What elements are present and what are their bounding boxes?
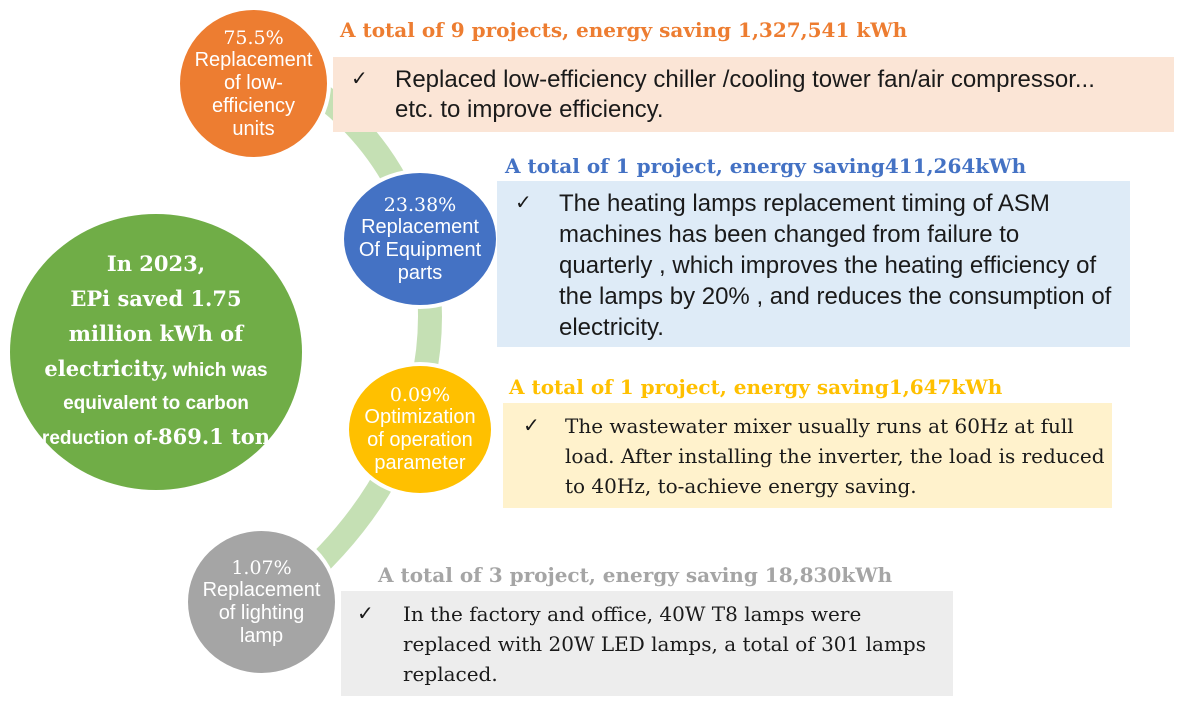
project-heading-operation-parameter: A total of 1 project, energy saving1,647… <box>509 375 1003 399</box>
checkmark-icon: ✓ <box>351 66 368 90</box>
category-circle-lighting-lamp: 1.07% Replacement of lighting lamp <box>184 527 339 677</box>
summary-million: million kWh of <box>68 321 244 346</box>
project-heading-equipment-parts: A total of 1 project, energy saving411,2… <box>505 154 1027 178</box>
category-percent: 23.38% <box>383 193 457 216</box>
category-title-line: lamp <box>239 624 284 647</box>
summary-equivalent: equivalent to carbon <box>63 393 249 414</box>
summary-electricity: electricity, <box>44 356 169 381</box>
category-percent: 75.5% <box>223 26 284 49</box>
project-description: The heating lamps replacement timing of … <box>559 190 1112 341</box>
project-heading-lighting-lamp: A total of 3 project, energy saving 18,8… <box>378 563 893 587</box>
summary-text: In 2023, EPi saved 1.75 million kWh of e… <box>31 248 281 456</box>
summary-saved: EPi saved 1.75 <box>70 286 242 311</box>
category-title-line: parts <box>397 261 443 284</box>
category-percent: 1.07% <box>231 556 292 579</box>
category-title-line: parameter <box>374 452 466 474</box>
summary-circle: In 2023, EPi saved 1.75 million kWh of e… <box>10 214 302 490</box>
category-circle-equipment-parts: 23.38% Replacement Of Equipment parts <box>340 169 500 309</box>
project-description: The wastewater mixer usually runs at 60H… <box>565 414 1105 498</box>
summary-year: In 2023, <box>106 251 206 276</box>
category-percent: 0.09% <box>389 384 451 406</box>
project-description-box: ✓ In the factory and office, 40W T8 lamp… <box>341 591 953 696</box>
checkmark-icon: ✓ <box>523 413 540 437</box>
category-circle-low-efficiency-units: 75.5% Replacement of low- efficiency uni… <box>176 6 331 161</box>
category-title-line: Optimization <box>364 406 476 428</box>
summary-reduction-prefix: reduction of- <box>41 428 159 449</box>
summary-which-was: which was <box>172 360 268 381</box>
category-title-line: units <box>232 117 275 140</box>
category-title-line: Replacement <box>361 215 479 238</box>
project-description-box: ✓ The heating lamps replacement timing o… <box>497 181 1130 347</box>
category-title-line: efficiency <box>211 94 295 117</box>
project-description: In the factory and office, 40W T8 lamps … <box>403 602 926 686</box>
project-description-box: ✓ Replaced low-efficiency chiller /cooli… <box>333 57 1174 132</box>
category-title-line: of low- <box>224 71 283 94</box>
category-title-line: Replacement <box>194 48 313 71</box>
category-circle-operation-parameter: 0.09% Optimization of operation paramete… <box>345 362 495 497</box>
project-heading-low-efficiency-units: A total of 9 projects, energy saving 1,3… <box>340 18 908 42</box>
category-title-line: of operation <box>367 429 473 451</box>
project-description: Replaced low-efficiency chiller /cooling… <box>395 66 1095 123</box>
checkmark-icon: ✓ <box>357 601 374 625</box>
project-description-box: ✓ The wastewater mixer usually runs at 6… <box>503 403 1112 508</box>
category-title-line: Of Equipment <box>358 238 482 261</box>
checkmark-icon: ✓ <box>515 190 532 214</box>
summary-reduction-value: 869.1 ton <box>158 424 271 449</box>
category-title-line: of lighting <box>218 601 305 624</box>
category-title-line: Replacement <box>202 578 321 601</box>
